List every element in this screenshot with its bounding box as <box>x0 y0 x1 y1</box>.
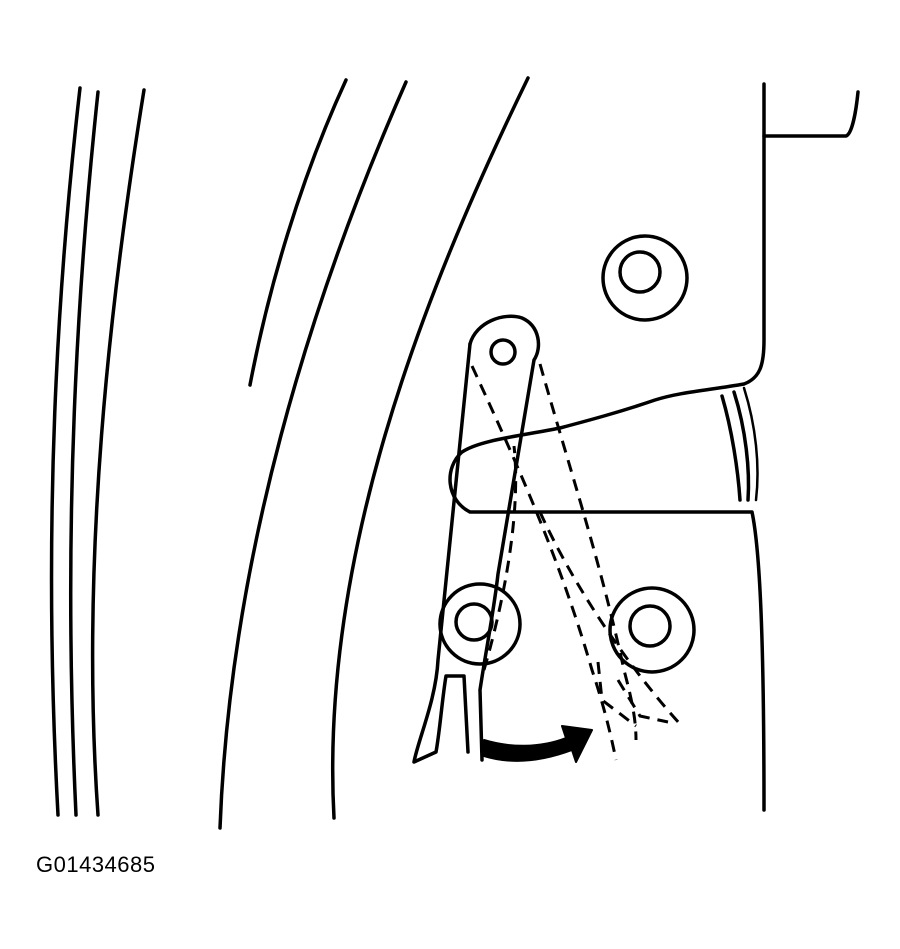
lower-right-bolt <box>608 586 696 674</box>
check-link-arm <box>412 314 541 764</box>
figure-id-label: G01434685 <box>36 852 156 877</box>
upper-bolt <box>601 234 689 322</box>
check-link-dashed-outline <box>470 363 682 761</box>
hinge-knuckle <box>720 386 759 502</box>
lower-left-bolt <box>438 582 522 666</box>
body-edge-lines <box>49 86 146 817</box>
door-edge-curves <box>218 76 530 830</box>
pillar-plate <box>448 82 860 812</box>
rotation-arrow-icon <box>483 725 593 763</box>
